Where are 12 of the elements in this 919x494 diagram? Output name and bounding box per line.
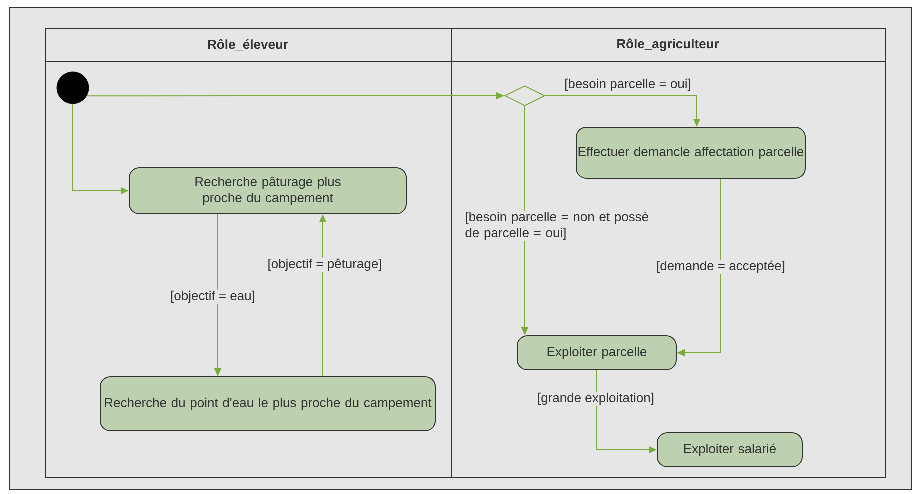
initial-node — [56, 72, 90, 104]
activity-box: Recherche pâturage plus proche du campement — [129, 168, 407, 214]
edge-label: [objectif = eau] — [170, 290, 256, 304]
edge-label: [grande exploitation] — [536, 392, 656, 406]
activity-box: Effectuer demancle affectation parcelle — [576, 127, 806, 179]
edge-label: [besoin parcelle = oui] — [564, 78, 692, 92]
activity-box: Exploiter parcelle — [517, 336, 677, 370]
edge-label: [objectif = pêturage] — [266, 258, 384, 272]
edge-label: [demande = acceptée] — [656, 260, 786, 274]
activity-box: Exploiter salarié — [657, 432, 803, 468]
edge-label: [besoin parcelle = non et possè de parcelle = oui] — [464, 210, 656, 242]
activity-box: Recherche du point d'eau le plus proche du campement — [100, 376, 436, 432]
